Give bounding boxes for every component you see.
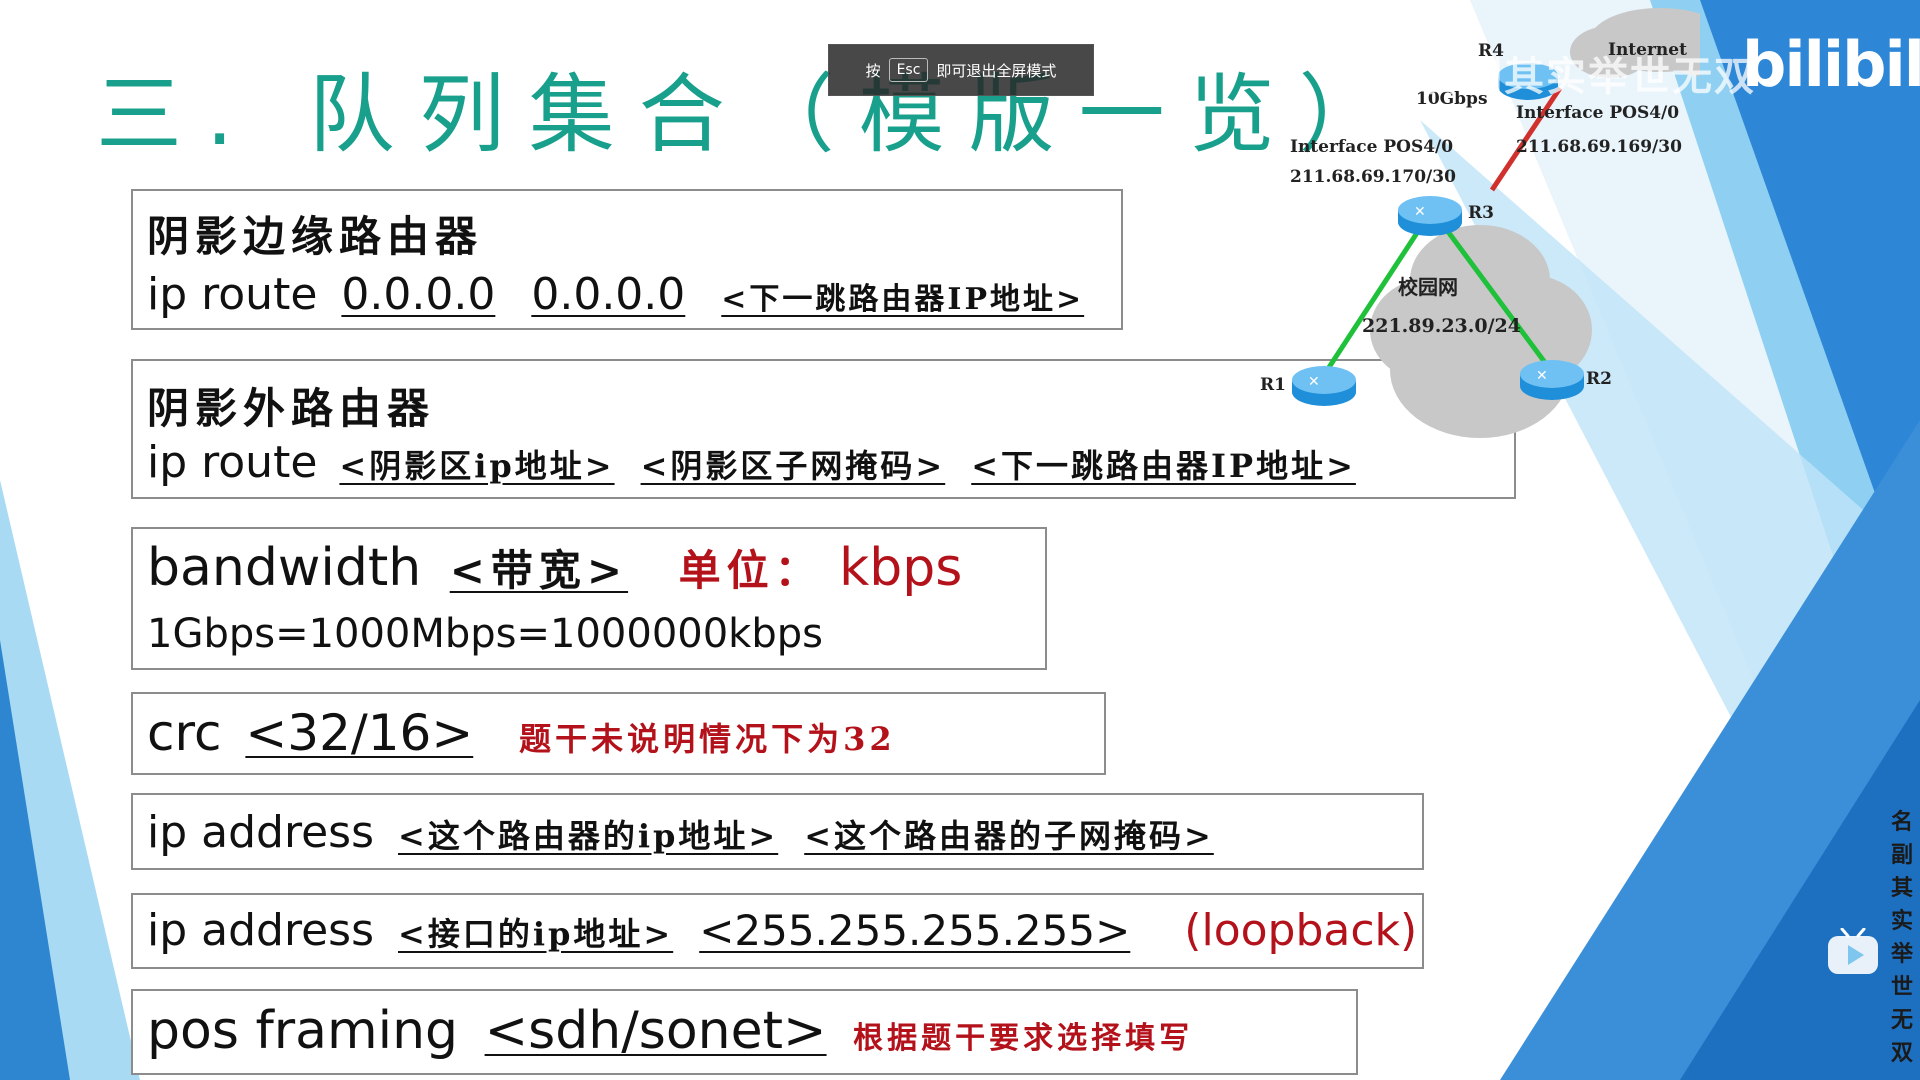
bandwidth-arg: <带宽> (449, 546, 629, 595)
bandwidth-unit: kbps (839, 538, 963, 598)
left-ip-label: 211.68.69.170/30 (1290, 167, 1456, 187)
crc-cmd: crc (147, 704, 222, 762)
r3-label: R3 (1468, 203, 1494, 223)
campus-subnet-label: 221.89.23.0/24 (1362, 315, 1521, 337)
stub-external-command-line: ip route <阴影区ip地址> <阴影区子网掩码> <下一跳路由器IP地址… (147, 437, 1356, 488)
bandwidth-command-line: bandwidth <带宽> 单位： kbps (147, 537, 962, 598)
pos-framing-note: 根据题干要求选择填写 (853, 1021, 1194, 1056)
link-r3-r1 (1319, 208, 1435, 380)
vertical-side-text: 名副其实举世无双 (1890, 809, 1913, 1066)
stub-external-arg1: <阴影区ip地址> (339, 447, 615, 485)
stub-external-heading: 阴影外路由器 (147, 384, 436, 433)
pos-framing-box: pos framing <sdh/sonet> 根据题干要求选择填写 (131, 989, 1358, 1075)
banner-suffix: 即可退出全屏模式 (936, 61, 1057, 80)
stub-default-arg1: 0.0.0.0 (341, 269, 496, 320)
campus-label: 校园网 (1398, 275, 1458, 299)
link-speed-label: 10Gbps (1416, 89, 1488, 109)
ip-loopback-box: ip address <接口的ip地址> <255.255.255.255> (… (131, 893, 1424, 969)
stub-default-command-line: ip route 0.0.0.0 0.0.0.0 <下一跳路由器IP地址> (147, 269, 1084, 320)
pos-framing-cmd: pos framing (147, 1001, 459, 1061)
router-r2-icon: ✕ (1520, 360, 1584, 400)
ip-address-cmd: ip address (147, 807, 375, 858)
svg-text:✕: ✕ (1536, 368, 1548, 384)
r2-label: R2 (1586, 369, 1612, 389)
router-r4-icon (1498, 63, 1558, 100)
svg-text:✕: ✕ (1414, 204, 1426, 220)
stub-default-route-box: 阴影边缘路由器 ip route 0.0.0.0 0.0.0.0 <下一跳路由器… (131, 189, 1123, 330)
internet-cloud (1570, 8, 1700, 78)
crc-arg: <32/16> (245, 704, 474, 762)
ip-address-command-line: ip address <这个路由器的ip地址> <这个路由器的子网掩码> (147, 807, 1214, 858)
bilibili-tv-icon[interactable] (1826, 928, 1880, 976)
bandwidth-cmd: bandwidth (147, 538, 422, 598)
esc-key-badge: Esc (888, 58, 929, 82)
ip-loopback-cmd: ip address (147, 905, 375, 956)
bandwidth-conversion: 1Gbps=1000Mbps=1000000kbps (147, 611, 823, 657)
pos-framing-arg: <sdh/sonet> (484, 1001, 827, 1061)
ip-address-arg2: <这个路由器的子网掩码> (804, 817, 1214, 855)
stub-default-arg2: 0.0.0.0 (531, 269, 686, 320)
crc-command-line: crc <32/16> 题干未说明情况下为32 (147, 704, 896, 762)
crc-note: 题干未说明情况下为32 (519, 720, 896, 758)
fullscreen-exit-banner: 按 Esc 即可退出全屏模式 (828, 44, 1094, 96)
ip-loopback-command-line: ip address <接口的ip地址> <255.255.255.255> (… (147, 905, 1417, 956)
left-interface-label: Interface POS4/0 (1290, 137, 1453, 157)
right-interface-label: Interface POS4/0 (1516, 103, 1679, 123)
r4-label: R4 (1478, 41, 1504, 61)
stub-external-route-box: 阴影外路由器 ip route <阴影区ip地址> <阴影区子网掩码> <下一跳… (131, 359, 1516, 499)
svg-text:✕: ✕ (1308, 374, 1320, 390)
stub-default-arg3: <下一跳路由器IP地址> (721, 282, 1085, 317)
router-r1-icon: ✕ (1292, 366, 1356, 406)
r1-label: R1 (1260, 375, 1286, 395)
ip-address-box: ip address <这个路由器的ip地址> <这个路由器的子网掩码> (131, 793, 1424, 870)
bilibili-logo: bilibili (1742, 28, 1920, 101)
right-ip-label: 211.68.69.169/30 (1516, 137, 1682, 157)
stub-external-arg2: <阴影区子网掩码> (640, 447, 946, 485)
link-r4-r3 (1489, 86, 1563, 192)
router-r3-icon: ✕ (1398, 196, 1462, 236)
slide-title: 三. 队列集合（模版一览） (96, 65, 1409, 165)
stub-default-cmd: ip route (147, 269, 318, 320)
network-topology-diagram: Internet ✕ ✕ (1260, 8, 1700, 438)
crc-box: crc <32/16> 题干未说明情况下为32 (131, 692, 1106, 775)
bandwidth-box: bandwidth <带宽> 单位： kbps 1Gbps=1000Mbps=1… (131, 527, 1047, 670)
stub-external-arg3: <下一跳路由器IP地址> (971, 447, 1356, 485)
ip-loopback-arg2: <255.255.255.255> (699, 906, 1131, 955)
watermark-text: 名副其实举世无双 (1420, 53, 1756, 100)
stub-default-heading: 阴影边缘路由器 (147, 212, 484, 261)
stub-external-cmd: ip route (147, 437, 318, 488)
banner-prefix: 按 (865, 61, 881, 80)
ip-address-arg1: <这个路由器的ip地址> (398, 817, 779, 855)
pos-framing-command-line: pos framing <sdh/sonet> 根据题干要求选择填写 (147, 1001, 1193, 1061)
link-r3-r2 (1429, 208, 1555, 374)
ip-loopback-arg1: <接口的ip地址> (398, 915, 674, 953)
bandwidth-unit-label: 单位： (678, 546, 823, 595)
internet-label: Internet (1608, 40, 1687, 60)
ip-loopback-note: (loopback) (1184, 905, 1418, 956)
